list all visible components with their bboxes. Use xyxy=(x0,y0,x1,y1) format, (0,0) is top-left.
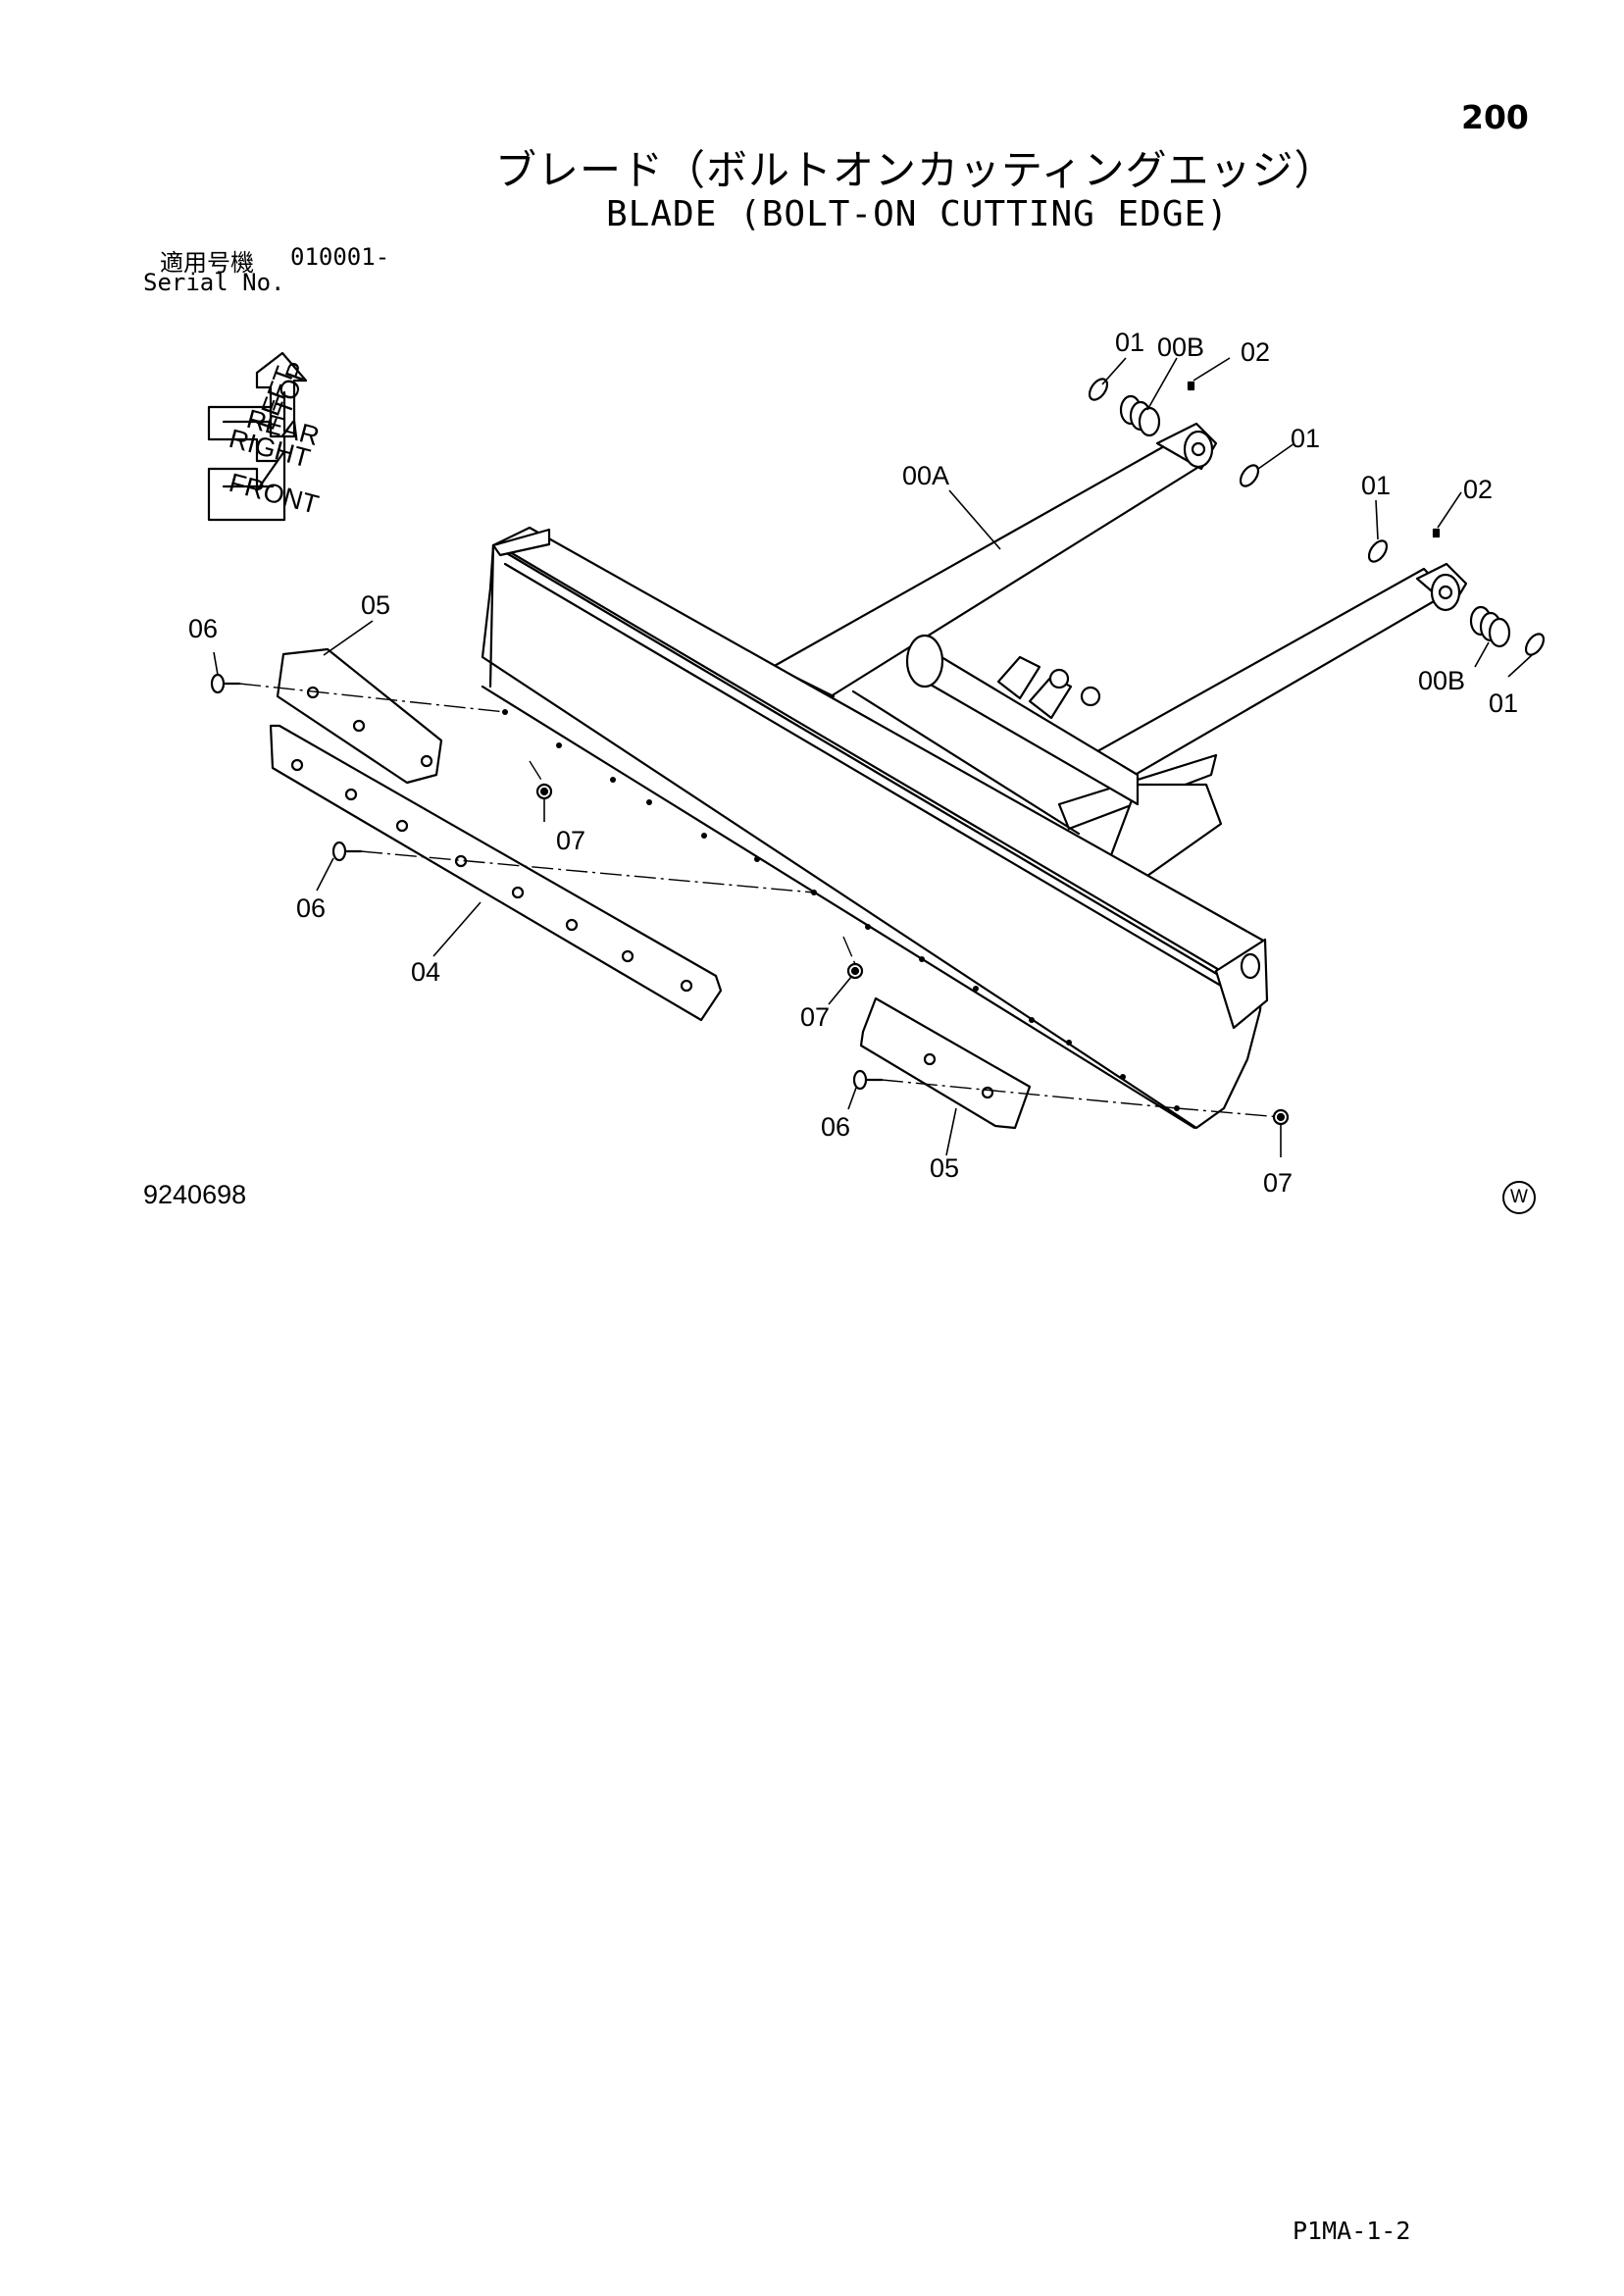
callout-07: 07 xyxy=(1263,1168,1293,1198)
callout-04: 04 xyxy=(411,957,440,987)
leader-lines xyxy=(213,357,1533,1157)
callout-02: 02 xyxy=(1463,475,1493,504)
blade-body xyxy=(481,526,1269,1130)
page-number: 200 xyxy=(1461,98,1529,136)
pin-hardware xyxy=(1088,378,1546,656)
callout-05: 05 xyxy=(930,1153,959,1183)
callout-06: 06 xyxy=(821,1112,850,1142)
w-mark: W xyxy=(1502,1181,1536,1214)
serial-label-japanese: 適用号機 xyxy=(160,249,254,277)
title-japanese: ブレード（ボルトオンカッティングエッジ） xyxy=(495,146,1337,194)
callout-01: 01 xyxy=(1115,328,1144,357)
title-english: BLADE (BOLT-ON CUTTING EDGE) xyxy=(606,194,1229,234)
callout-06: 06 xyxy=(296,893,326,923)
callout-00b: 00B xyxy=(1418,666,1465,695)
page-code: P1MA-1-2 xyxy=(1293,2217,1411,2245)
callout-01: 01 xyxy=(1489,689,1518,718)
callout-labels: 01 00B 02 01 00A 01 02 00B 01 06 05 07 0… xyxy=(188,328,1518,1198)
blade-bolt-holes xyxy=(502,709,1180,1111)
orientation-icon: TOP REAR LEFT RIGHT FRONT xyxy=(207,351,323,522)
callout-02: 02 xyxy=(1241,337,1270,367)
callout-01: 01 xyxy=(1291,424,1320,453)
callout-01: 01 xyxy=(1361,471,1391,500)
callout-05: 05 xyxy=(361,590,390,620)
callout-06: 06 xyxy=(188,614,218,643)
connector-lines xyxy=(238,683,1282,1118)
callout-07: 07 xyxy=(556,826,585,855)
serial-code: 010001- xyxy=(290,243,390,271)
blade-exploded-diagram: TOP REAR LEFT RIGHT FRONT xyxy=(188,328,1546,1198)
callout-07: 07 xyxy=(800,1002,830,1032)
bolts-06 xyxy=(210,673,884,1091)
cutting-edge-05-right xyxy=(859,996,1032,1130)
callout-00b: 00B xyxy=(1157,332,1204,362)
callout-00a: 00A xyxy=(902,461,949,490)
drawing-number: 9240698 xyxy=(143,1180,247,1209)
serial-label-english: Serial No. xyxy=(143,269,285,296)
